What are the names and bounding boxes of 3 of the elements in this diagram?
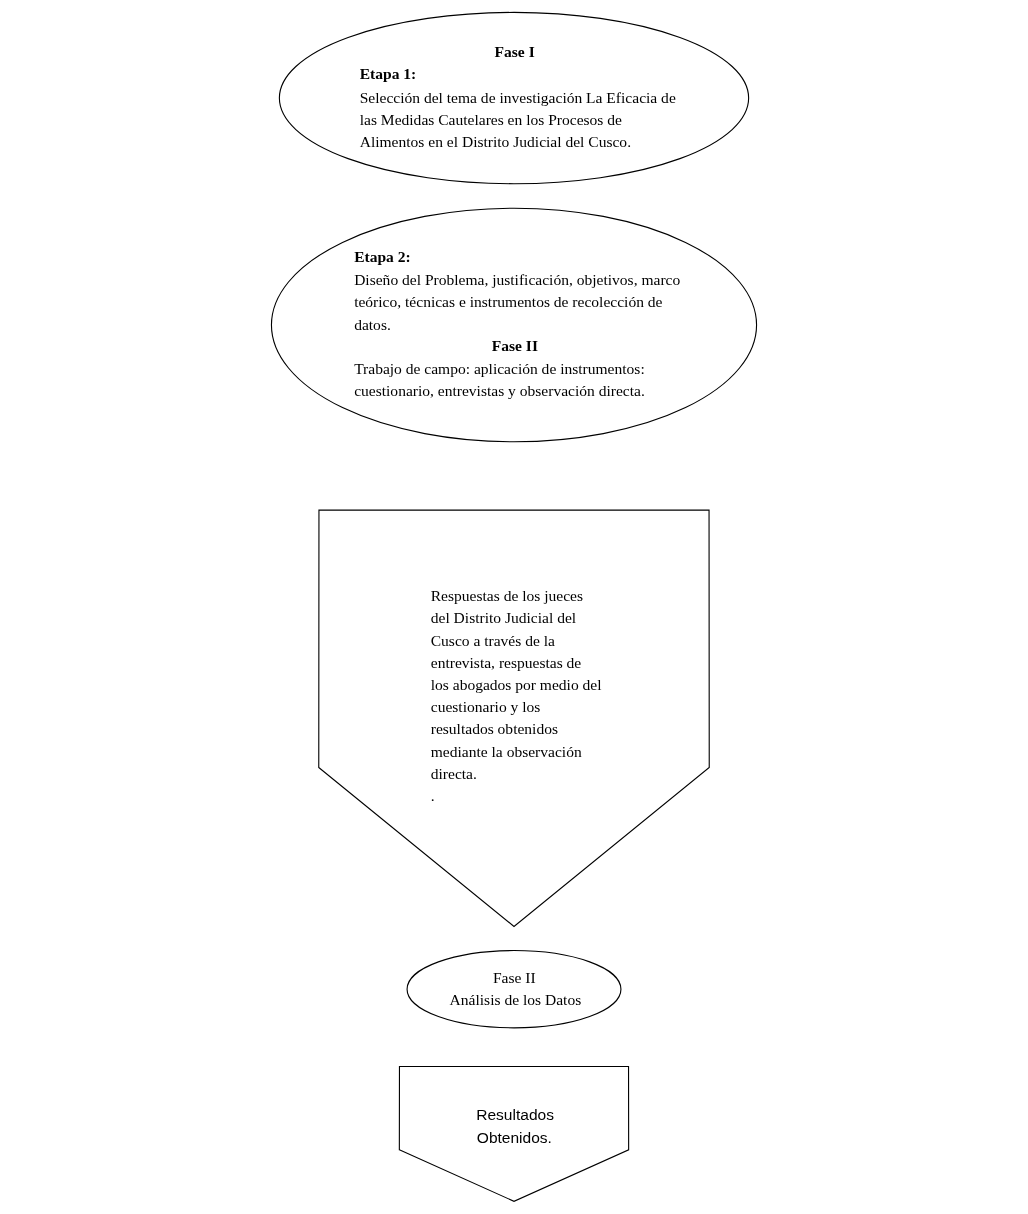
node-ellipse: Etapa 2: Diseño del Problema, justificación, objetivos, marco teórico, técnicas e instrumentos de recolección de datos. Fase II Trabajo de campo: aplicación de instrumentos: cuestionario, entrevistas y observación directa. (270, 207, 758, 443)
node-ellipse: Fase I Etapa 1: Selección del tema de investigación La Eficacia de las Medidas Cautelares en los Procesos de Alimentos en el Distrito Judicial del Cusco. (278, 11, 750, 185)
node-ellipse: Fase II Análisis de los Datos (406, 950, 622, 1029)
